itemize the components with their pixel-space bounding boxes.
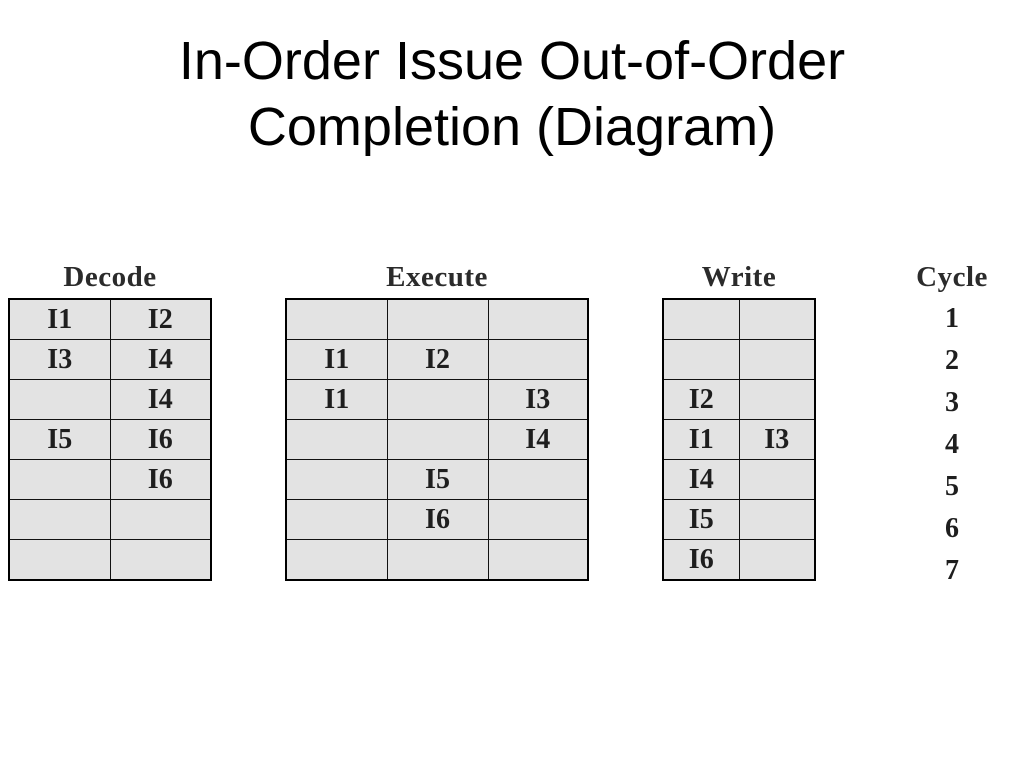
write-cell xyxy=(738,379,816,420)
decode-cell: I4 xyxy=(109,379,212,420)
write-row: I4 xyxy=(662,459,816,500)
execute-cell: I4 xyxy=(487,419,589,460)
execute-cell xyxy=(285,499,388,540)
decode-cell xyxy=(109,539,212,581)
execute-cell xyxy=(386,539,489,581)
execute-row xyxy=(285,539,589,581)
execute-row: I1 I3 xyxy=(285,379,589,420)
execute-cell: I1 xyxy=(285,339,388,380)
decode-cell: I6 xyxy=(109,419,212,460)
write-cell xyxy=(738,298,816,340)
write-header: Write xyxy=(701,261,777,293)
write-cell: I3 xyxy=(738,419,816,460)
execute-cell: I5 xyxy=(386,459,489,500)
cycle-column: 1 2 3 4 5 6 7 xyxy=(912,298,992,592)
write-cell xyxy=(662,298,740,340)
cycle-number: 4 xyxy=(945,429,959,460)
execute-cell xyxy=(487,539,589,581)
decode-row: I6 xyxy=(8,459,212,500)
execute-cell: I6 xyxy=(386,499,489,540)
title-line-1: In-Order Issue Out-of-Order xyxy=(178,31,846,91)
decode-cell: I4 xyxy=(109,339,212,380)
write-cell xyxy=(738,499,816,540)
decode-cell xyxy=(8,459,111,500)
write-row xyxy=(662,298,816,340)
title-line-2: Completion (Diagram) xyxy=(247,97,777,157)
decode-cell: I5 xyxy=(8,419,111,460)
write-row xyxy=(662,339,816,380)
decode-cell: I2 xyxy=(109,298,212,340)
execute-cell xyxy=(487,298,589,340)
cycle-number: 1 xyxy=(945,303,959,334)
write-cell xyxy=(662,339,740,380)
decode-row: I4 xyxy=(8,379,212,420)
cycle-number: 7 xyxy=(945,555,959,586)
cycle-number: 6 xyxy=(945,513,959,544)
execute-cell: I1 xyxy=(285,379,388,420)
write-row: I6 xyxy=(662,539,816,581)
write-cell: I5 xyxy=(662,499,740,540)
decode-cell xyxy=(109,499,212,540)
write-cell: I6 xyxy=(662,539,740,581)
execute-cell: I3 xyxy=(487,379,589,420)
execute-row xyxy=(285,298,589,340)
execute-cell xyxy=(386,419,489,460)
decode-cell: I6 xyxy=(109,459,212,500)
write-row: I2 xyxy=(662,379,816,420)
execute-cell xyxy=(386,379,489,420)
write-cell xyxy=(738,539,816,581)
write-cell: I1 xyxy=(662,419,740,460)
execute-row: I4 xyxy=(285,419,589,460)
cycle-header: Cycle xyxy=(916,261,988,293)
execute-cell xyxy=(487,459,589,500)
execute-row: I6 xyxy=(285,499,589,540)
cycle-number: 5 xyxy=(945,471,959,502)
execute-cell xyxy=(285,419,388,460)
decode-cell xyxy=(8,499,111,540)
execute-cell xyxy=(285,298,388,340)
decode-cell xyxy=(8,539,111,581)
decode-row xyxy=(8,539,212,581)
decode-header: Decode xyxy=(63,261,157,293)
execute-cell: I2 xyxy=(386,339,489,380)
decode-row xyxy=(8,499,212,540)
decode-cell: I3 xyxy=(8,339,111,380)
write-cell xyxy=(738,339,816,380)
cycle-number: 2 xyxy=(945,345,959,376)
execute-header: Execute xyxy=(386,261,488,293)
decode-cell: I1 xyxy=(8,298,111,340)
execute-cell xyxy=(285,459,388,500)
execute-row: I5 xyxy=(285,459,589,500)
write-cell: I4 xyxy=(662,459,740,500)
execute-cell xyxy=(487,339,589,380)
write-cell: I2 xyxy=(662,379,740,420)
page-title: In-Order Issue Out-of-Order Completion (… xyxy=(0,28,1024,160)
write-row: I5 xyxy=(662,499,816,540)
execute-cell xyxy=(487,499,589,540)
execute-cell xyxy=(285,539,388,581)
cycle-number: 3 xyxy=(945,387,959,418)
decode-cell xyxy=(8,379,111,420)
execute-cell xyxy=(386,298,489,340)
write-cell xyxy=(738,459,816,500)
